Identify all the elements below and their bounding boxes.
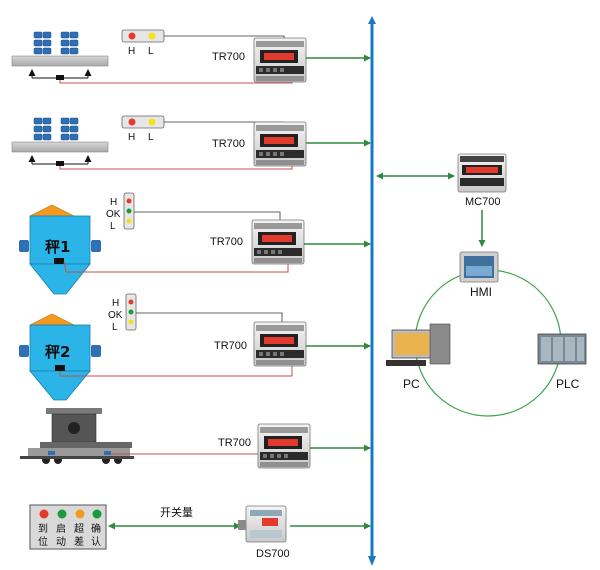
mc700-label: MC700: [465, 196, 500, 208]
tr700-instrument-1: [253, 37, 307, 83]
hopper-scale-1: 秤1: [19, 204, 101, 295]
ds700-instrument: [238, 505, 287, 543]
rail-weighbridge: [20, 408, 134, 464]
signal-line-4: [136, 312, 283, 322]
tank-label-1: 秤1: [45, 238, 70, 256]
plc-module-icon: [537, 333, 587, 365]
ds700-label: DS700: [256, 548, 290, 560]
light-label-h: H: [128, 46, 135, 57]
button-label-over-1: 超: [74, 522, 84, 535]
hl-light-bar-1: H L: [121, 29, 165, 57]
control-panel: 到 位 启 动 超 差 确 认: [29, 504, 107, 550]
tr700-instrument-2: [253, 121, 307, 167]
hmi-touch-screen-icon: [459, 251, 499, 283]
tank-label-2: 秤2: [45, 343, 70, 361]
button-label-start-1: 启: [56, 522, 66, 535]
pc-workstation-icon: [386, 323, 451, 366]
light-label-l-4: L: [112, 322, 118, 333]
bus-arrow-bottom-icon: [368, 556, 376, 566]
button-label-over-2: 差: [74, 535, 84, 548]
hl-light-bar-2: H L: [121, 115, 165, 143]
tr700-instrument-4: [253, 321, 307, 367]
light-label-h-3: H: [110, 197, 117, 208]
load-cell-wire-4: [59, 366, 293, 377]
platform-scale-1: [11, 31, 109, 80]
button-label-confirm-1: 确: [91, 522, 101, 535]
tr700-instrument-3: [251, 219, 305, 265]
hmi-label: HMI: [470, 285, 492, 299]
button-label-arrive-1: 到: [38, 523, 48, 535]
mc700-controller: [457, 153, 507, 193]
button-label-start-2: 动: [56, 536, 66, 548]
tr700-label-1: TR700: [212, 51, 245, 63]
hopper-scale-2: 秤2: [19, 313, 101, 401]
pc-label: PC: [403, 377, 420, 391]
tr700-label-4: TR700: [214, 340, 247, 352]
tr700-label-2: TR700: [212, 138, 245, 150]
stack-light-1: H OK L: [106, 192, 135, 232]
button-label-arrive-2: 位: [38, 535, 48, 548]
light-label-ok-4: OK: [108, 310, 123, 321]
button-label-confirm-2: 认: [91, 535, 101, 548]
light-label-h-2: H: [128, 132, 135, 143]
light-label-h-4: H: [112, 298, 119, 309]
light-label-l-3: L: [110, 221, 116, 232]
light-label-l: L: [148, 46, 154, 57]
load-cell-wire-3: [63, 261, 289, 273]
tr700-instrument-5: [257, 423, 311, 469]
light-label-l-2: L: [148, 132, 154, 143]
platform-scale-2: [11, 117, 109, 166]
plc-label: PLC: [556, 377, 580, 391]
light-label-ok-3: OK: [106, 209, 121, 220]
signal-line-3: [134, 211, 281, 221]
switch-signal-label: 开关量: [160, 505, 193, 519]
tr700-label-3: TR700: [210, 236, 243, 248]
stack-light-2: H OK L: [108, 293, 137, 333]
tr700-label-5: TR700: [218, 437, 251, 449]
